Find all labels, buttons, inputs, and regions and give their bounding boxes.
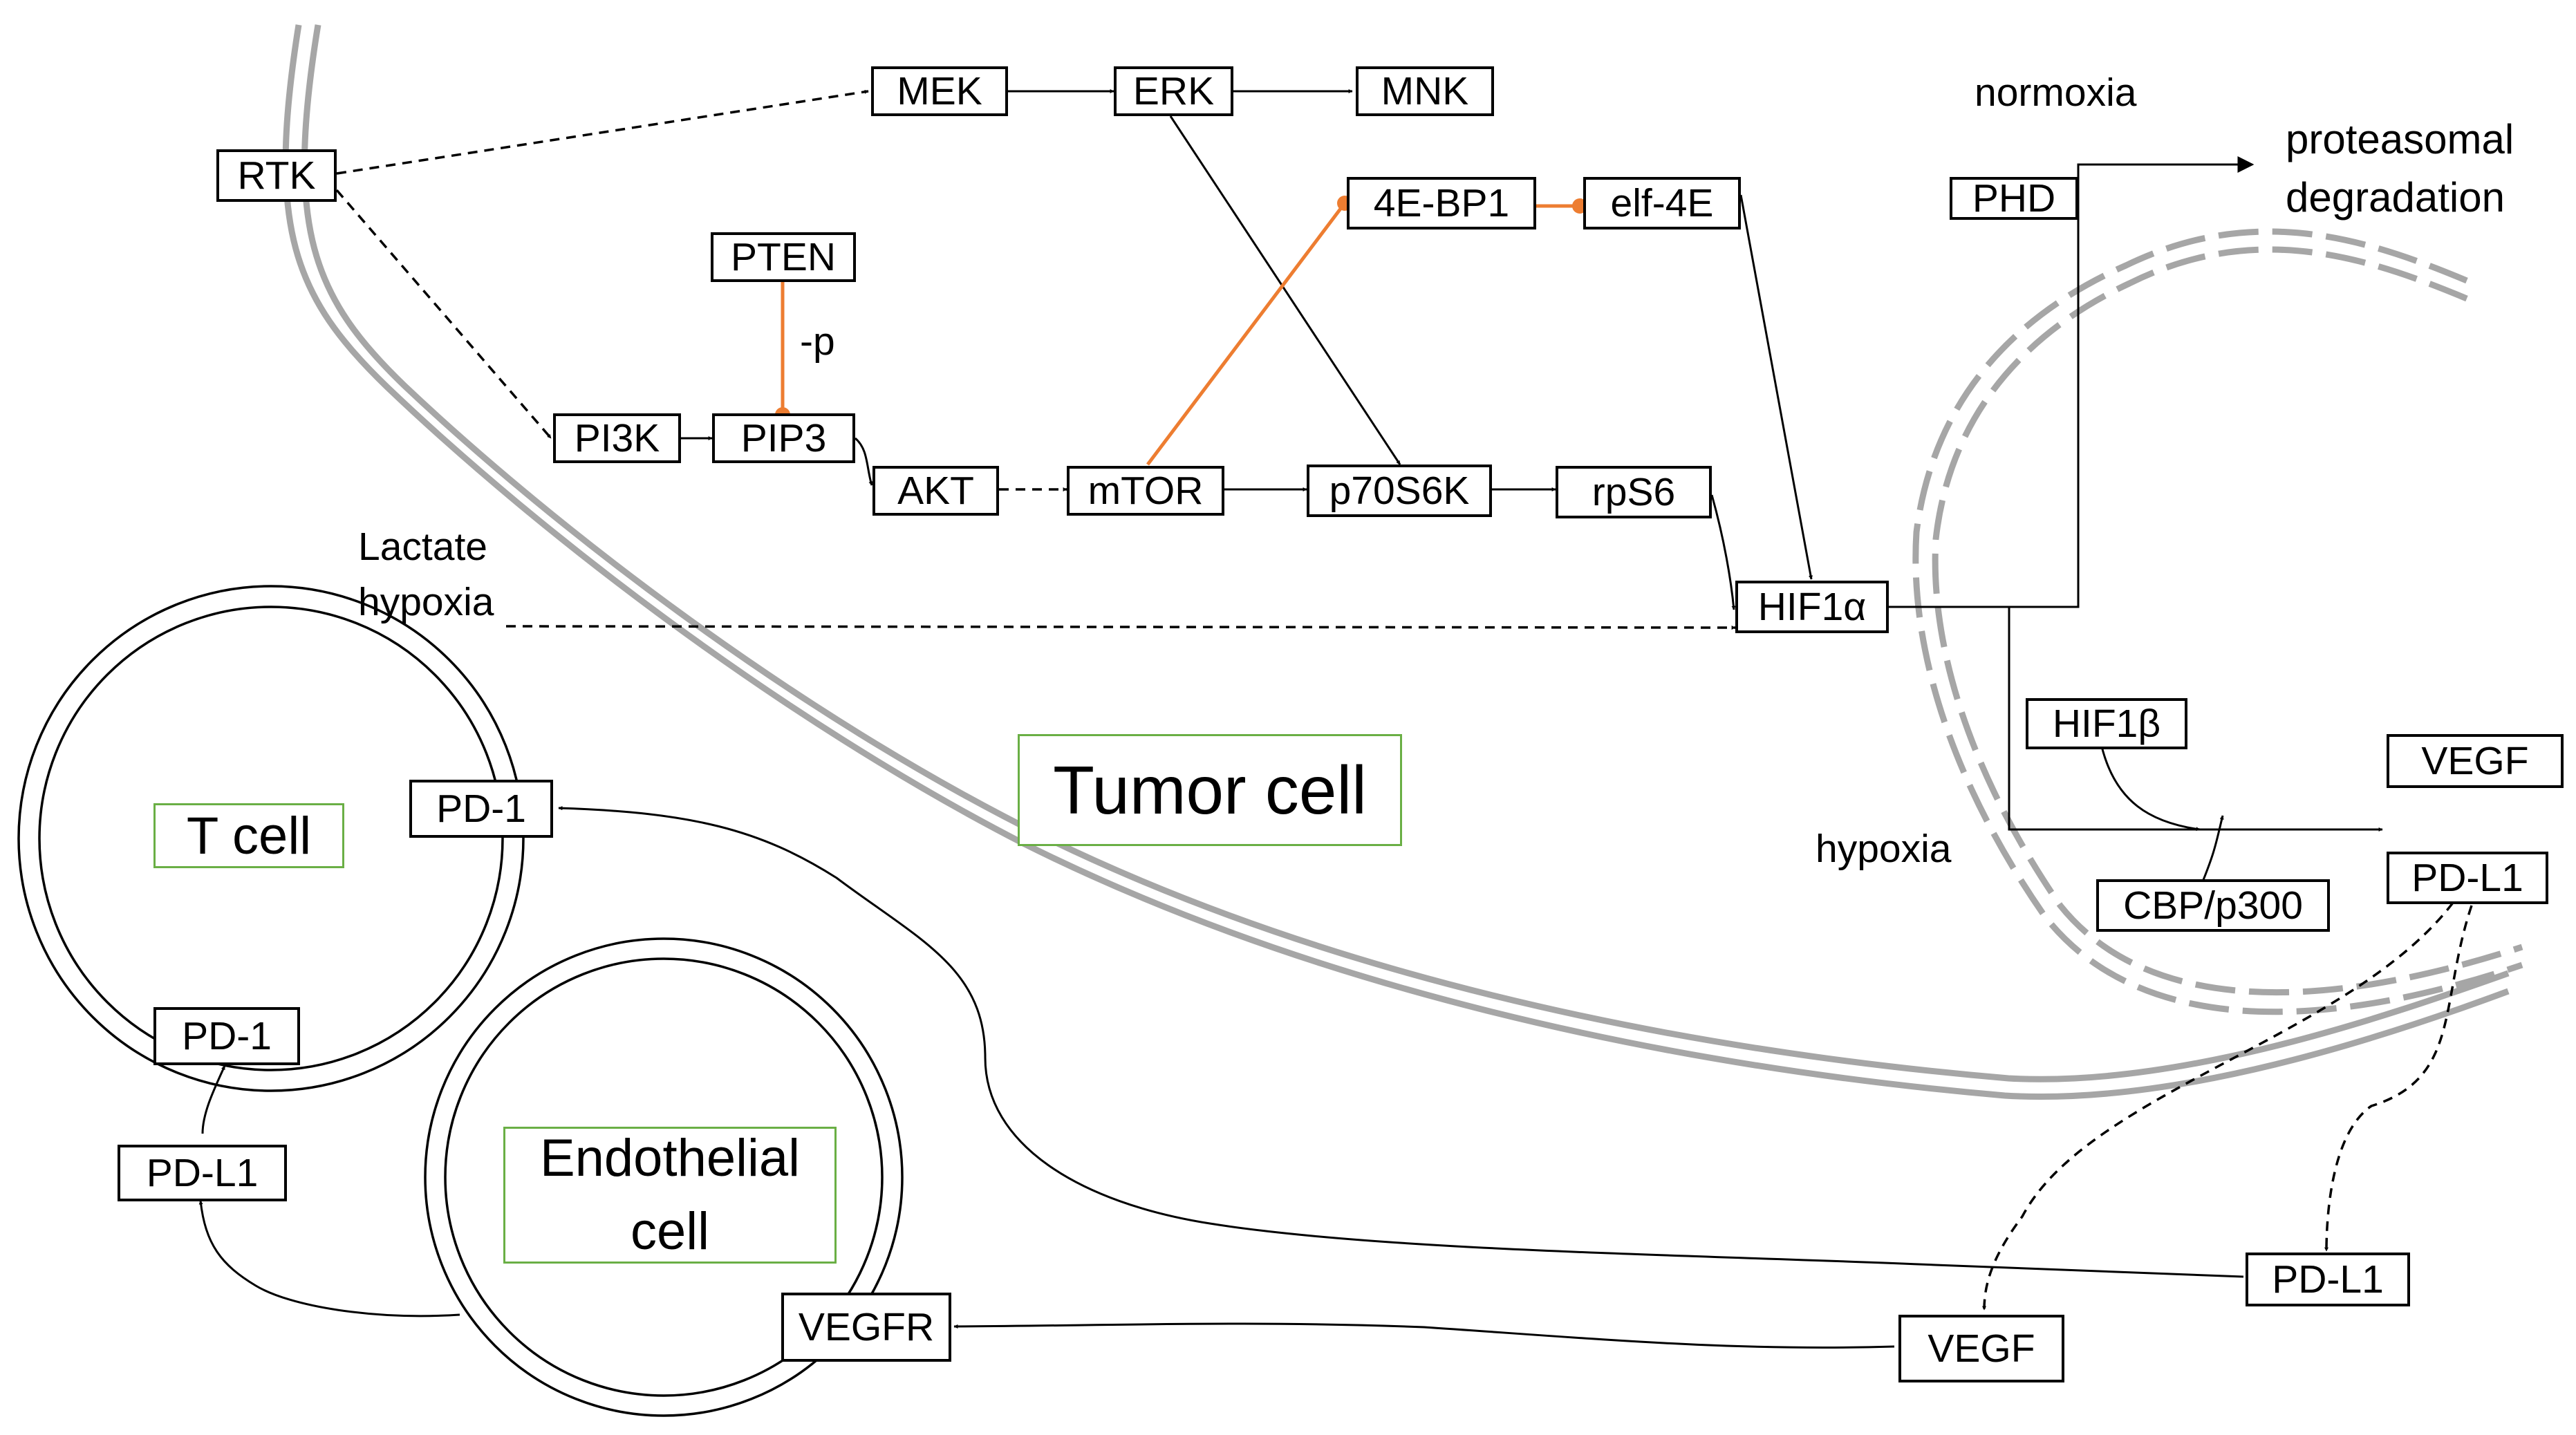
- node-mek: MEK: [871, 66, 1008, 116]
- node-mnk: MNK: [1356, 66, 1494, 116]
- arrow-pdl1-to-vegf-outer: [1982, 901, 2454, 1311]
- label-normoxia: normoxia: [1975, 71, 2137, 115]
- arrow-rtk-mek: [336, 89, 869, 175]
- arrow-pip3-akt: [854, 437, 873, 486]
- arrow-vegf-vegfr: [953, 1322, 1895, 1349]
- arrow-hif1a-normoxia-degradation: [1889, 156, 2255, 608]
- arrow-erk-p70s6k: [1169, 115, 1401, 465]
- node-rps6: rpS6: [1556, 466, 1712, 518]
- tumor-membrane: [282, 24, 2510, 1100]
- node-erk: ERK: [1114, 66, 1233, 116]
- node-vegfr: VEGFR: [781, 1293, 951, 1362]
- nucleus-membrane: [1912, 228, 2523, 1015]
- node-phd: PHD: [1950, 177, 2078, 220]
- node-hif1a: HIF1α: [1735, 581, 1889, 633]
- label-hypoxia: hypoxia: [1816, 827, 1952, 871]
- arrow-hif1b-complex: [2100, 746, 2201, 832]
- node-mtor: mTOR: [1067, 466, 1224, 516]
- node-vegf-inner: VEGF: [2387, 734, 2564, 788]
- arrow-elf4e-hif1a: [1739, 194, 1813, 580]
- node-4ebp1: 4E-BP1: [1347, 177, 1536, 229]
- node-elf4e: elf-4E: [1583, 177, 1741, 229]
- label-tumor-cell: Tumor cell: [1018, 734, 1402, 846]
- arrow-pdl1-pd1: [201, 1065, 226, 1134]
- node-vegf-outer: VEGF: [1898, 1315, 2064, 1382]
- endothelial-cell-text: Endothelial cell: [539, 1128, 801, 1261]
- node-p70s6k: p70S6K: [1307, 465, 1492, 517]
- node-cbp-p300: CBP/p300: [2096, 879, 2330, 932]
- label-endothelial-cell: Endothelial cell: [503, 1127, 837, 1264]
- node-pdl1-inner: PD-L1: [2387, 852, 2548, 904]
- t-cell: [17, 585, 525, 1092]
- node-pd1-bottom: PD-1: [153, 1007, 300, 1065]
- label-t-cell: T cell: [153, 803, 344, 868]
- arrow-pdl1-inner-to-outer: [2324, 905, 2473, 1252]
- arrow-pdl1-right-to-pd1: [558, 806, 2244, 1278]
- node-pdl1-right: PD-L1: [2246, 1253, 2410, 1306]
- arrow-rps6-hif1a: [1710, 494, 1736, 610]
- arrow-rtk-pi3k: [335, 189, 552, 440]
- node-akt: AKT: [872, 466, 999, 516]
- node-hif1b: HIF1β: [2026, 698, 2187, 749]
- node-pi3k: PI3K: [553, 413, 681, 463]
- node-rtk: RTK: [216, 149, 337, 202]
- tumor-cell-text: Tumor cell: [1053, 751, 1367, 828]
- label-lactate-hypoxia: Lactate hypoxia: [358, 525, 494, 624]
- label-proteasomal-degradation: proteasomal degradation: [2286, 116, 2514, 221]
- endothelial-cell: [424, 937, 904, 1417]
- inhibition-mtor-4ebp1: [1146, 202, 1346, 466]
- node-pd1-top: PD-1: [409, 780, 553, 838]
- arrow-hif1a-hypoxia: [2008, 607, 2383, 832]
- t-cell-text: T cell: [186, 806, 312, 865]
- node-pdl1-left: PD-L1: [118, 1145, 287, 1201]
- node-pip3: PIP3: [712, 413, 855, 463]
- node-pten: PTEN: [711, 232, 856, 282]
- arrow-endothelial-pdl1: [198, 1200, 460, 1317]
- arrow-lactate-hif1a: [505, 625, 1736, 630]
- label-minus-p: -p: [800, 319, 835, 364]
